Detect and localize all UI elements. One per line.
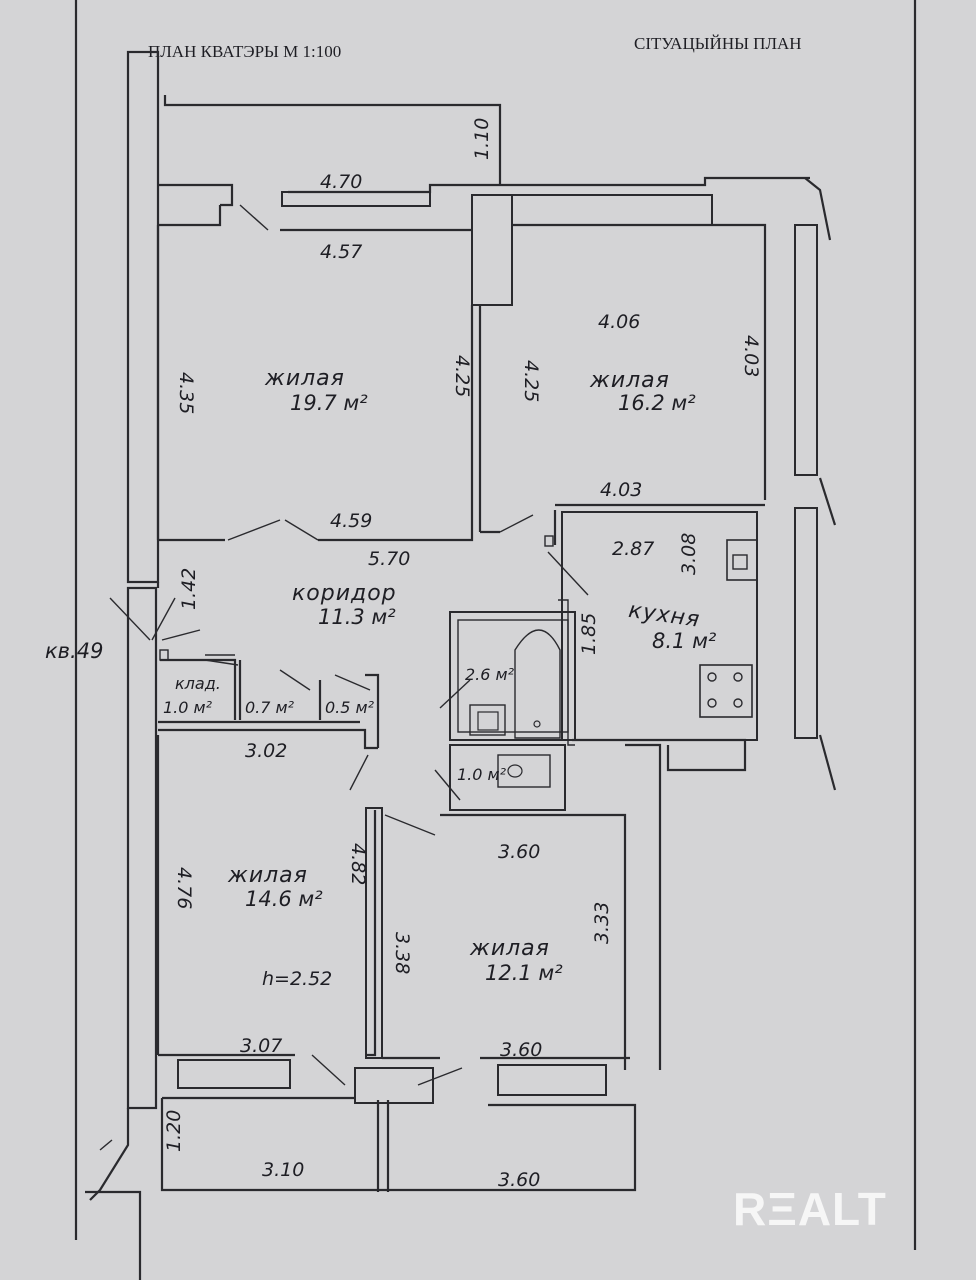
dim-room3-bottom: 3.07 [240, 1035, 282, 1057]
room-living-2-area: 16.2 м² [618, 391, 696, 415]
room-kitchen-area: 8.1 м² [652, 629, 717, 653]
dim-storage-width: 3.02 [245, 740, 287, 762]
dim-balcony-bottom-left: 3.10 [262, 1159, 304, 1181]
room-living-4-area: 12.1 м² [485, 961, 563, 985]
room-labels: жилая 19.7 м² жилая 16.2 м² коридор 11.3… [45, 366, 717, 990]
dim-balcony-top-depth: 1.10 [471, 118, 493, 160]
dim-room4-left: 3.38 [391, 932, 413, 974]
apartment-label: кв.49 [45, 639, 103, 663]
room-living-2-name: жилая [589, 368, 670, 393]
room-bathroom-area: 2.6 м² [465, 665, 515, 684]
plan-title: ПЛАН КВАТЭРЫ М 1:100 [148, 42, 341, 61]
exterior-walls [85, 50, 837, 1280]
dim-room4-bottom: 3.60 [500, 1039, 542, 1061]
room-living-3-area: 14.6 м² [245, 887, 323, 911]
room-corridor-name: коридор [292, 581, 397, 606]
situation-plan-title: СІТУАЦЫЙНЫ ПЛАН [634, 34, 802, 53]
realt-watermark-logo: RΞALT [733, 1183, 887, 1235]
room-storage-area: 1.0 м² [163, 698, 213, 717]
room-living-1-name: жилая [264, 366, 345, 391]
dim-room4-right: 3.33 [591, 902, 613, 944]
dim-room1-top: 4.57 [320, 241, 362, 263]
dim-kitchen-side: 1.85 [578, 613, 600, 655]
dimension-labels: 1.10 4.70 4.57 4.35 4.25 4.59 4.25 4.06 … [163, 118, 762, 1191]
room-living-3-name: жилая [227, 863, 308, 888]
dim-balcony-bottom-depth: 1.20 [163, 1110, 185, 1152]
dim-room2-left: 4.25 [520, 360, 542, 402]
dim-corridor-length: 5.70 [368, 548, 410, 570]
dim-balcony-top-width: 4.70 [320, 171, 362, 193]
dim-kitchen-width: 2.87 [612, 538, 654, 560]
room-toilet-area: 1.0 м² [457, 765, 507, 784]
dim-room2-right: 4.03 [740, 335, 762, 377]
dim-room1-bottom: 4.59 [330, 510, 372, 532]
dim-corridor-height: 1.42 [178, 568, 200, 610]
room-closet-3-area: 0.5 м² [325, 698, 375, 717]
dim-room1-right: 4.25 [451, 355, 473, 397]
room-living-4-name: жилая [469, 936, 550, 961]
room-living-1-area: 19.7 м² [290, 391, 368, 415]
dim-room2-top: 4.06 [598, 311, 640, 333]
dim-kitchen-height: 3.08 [678, 533, 700, 575]
dim-room2-bottom: 4.03 [600, 479, 642, 501]
dim-room3-right: 4.82 [347, 843, 369, 885]
room-corridor-area: 11.3 м² [318, 605, 396, 629]
ceiling-height: h=2.52 [262, 968, 332, 990]
dim-room1-left: 4.35 [175, 372, 197, 414]
dim-room3-left: 4.76 [173, 867, 195, 909]
dim-balcony-bottom-right: 3.60 [498, 1169, 540, 1191]
room-storage-name: клад. [175, 674, 221, 693]
dim-room4-top: 3.60 [498, 841, 540, 863]
room-closet-2-area: 0.7 м² [245, 698, 295, 717]
